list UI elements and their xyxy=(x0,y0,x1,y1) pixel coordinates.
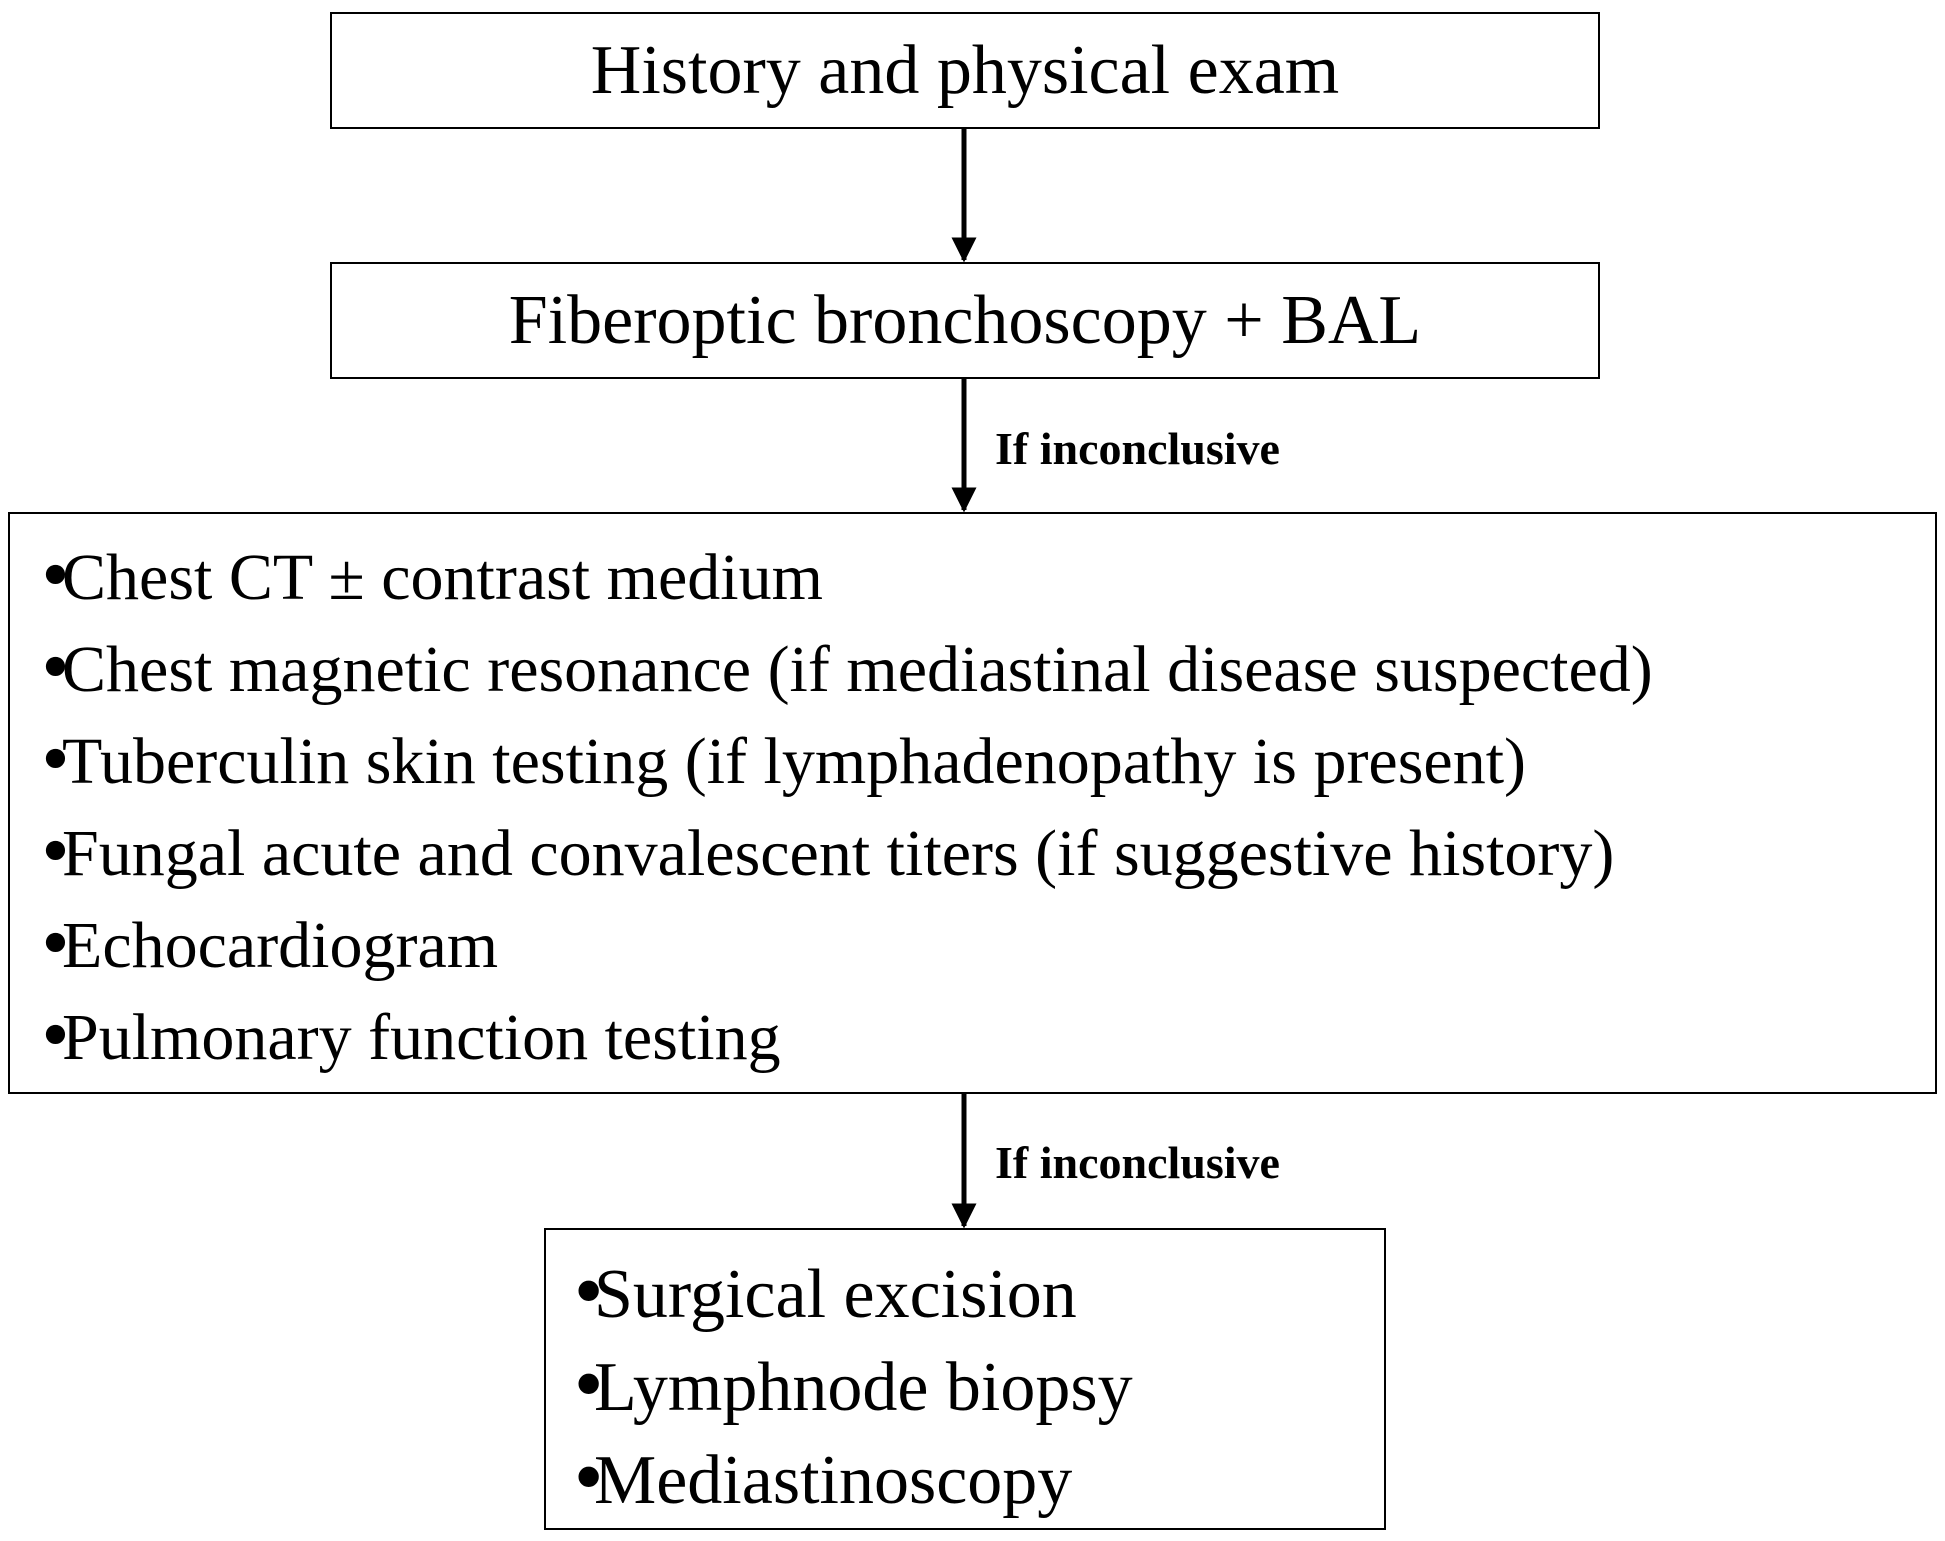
workup-item-chest-mr: •Chest magnetic resonance (if mediastina… xyxy=(36,630,1653,707)
workup-item-fungal-titers: •Fungal acute and convalescent titers (i… xyxy=(36,814,1615,891)
bullet-icon: • xyxy=(36,722,75,799)
bullet-icon: • xyxy=(36,814,75,891)
invasive-list: •Surgical excision •Lymphnode biopsy •Me… xyxy=(568,1258,1133,1537)
invasive-item-surgical-excision: •Surgical excision xyxy=(568,1252,1077,1334)
bullet-icon: • xyxy=(36,630,75,707)
workup-item-echocardiogram: •Echocardiogram xyxy=(36,906,499,983)
workup-item-tuberculin: •Tuberculin skin testing (if lymphadenop… xyxy=(36,722,1527,799)
invasive-item-lymphnode-biopsy: •Lymphnode biopsy xyxy=(568,1345,1133,1427)
bullet-icon: • xyxy=(36,906,75,983)
bullet-icon: • xyxy=(568,1438,610,1520)
invasive-item-mediastinoscopy: •Mediastinoscopy xyxy=(568,1438,1073,1520)
bullet-icon: • xyxy=(36,998,75,1075)
bullet-icon: • xyxy=(568,1252,610,1334)
bullet-icon: • xyxy=(568,1345,610,1427)
edge-label-if-inconclusive-1: If inconclusive xyxy=(995,423,1280,474)
node-fiberoptic-bronchoscopy: Fiberoptic bronchoscopy + BAL xyxy=(330,262,1600,379)
node-noninvasive-workup: •Chest CT ± contrast medium •Chest magne… xyxy=(8,512,1937,1094)
node-history-label: History and physical exam xyxy=(590,31,1340,109)
node-bronchoscopy-label: Fiberoptic bronchoscopy + BAL xyxy=(508,281,1422,359)
workup-item-pulmonary-function: •Pulmonary function testing xyxy=(36,998,781,1075)
workup-item-chest-ct: •Chest CT ± contrast medium xyxy=(36,538,823,615)
node-history-physical-exam: History and physical exam xyxy=(330,12,1600,129)
node-invasive-procedures: •Surgical excision •Lymphnode biopsy •Me… xyxy=(544,1228,1386,1530)
workup-list: •Chest CT ± contrast medium •Chest magne… xyxy=(36,544,1653,1096)
edge-label-if-inconclusive-2: If inconclusive xyxy=(995,1137,1280,1188)
bullet-icon: • xyxy=(36,538,75,615)
